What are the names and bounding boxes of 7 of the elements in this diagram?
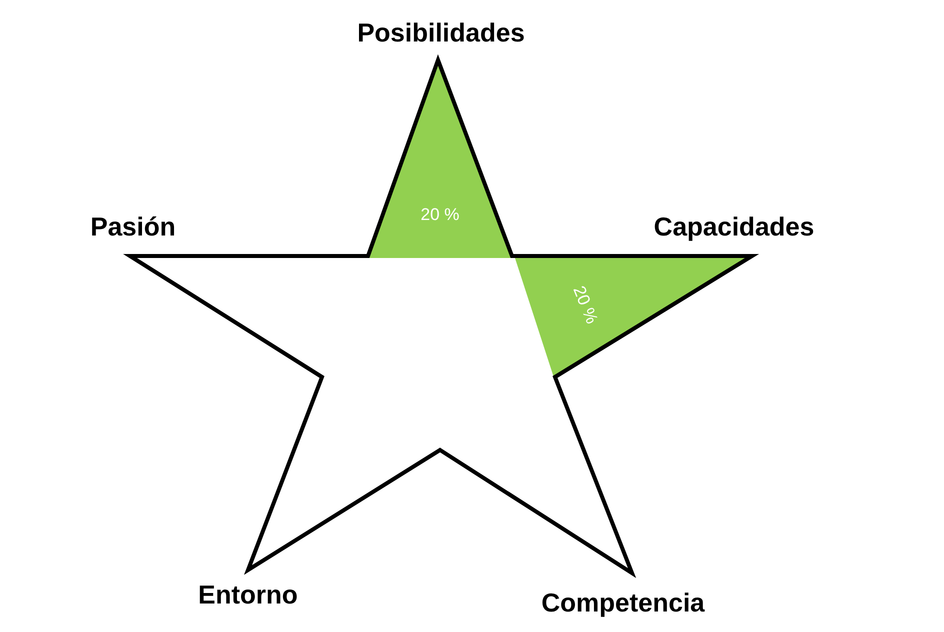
- point-label: Pasión: [90, 212, 176, 242]
- percent-text: 20 %: [568, 283, 602, 327]
- point-label: Capacidades: [654, 212, 814, 242]
- point-label: Posibilidades: [357, 18, 525, 48]
- percent-text: 20 %: [420, 205, 460, 225]
- point-label: Competencia: [541, 588, 705, 618]
- point-label: Entorno: [198, 580, 298, 610]
